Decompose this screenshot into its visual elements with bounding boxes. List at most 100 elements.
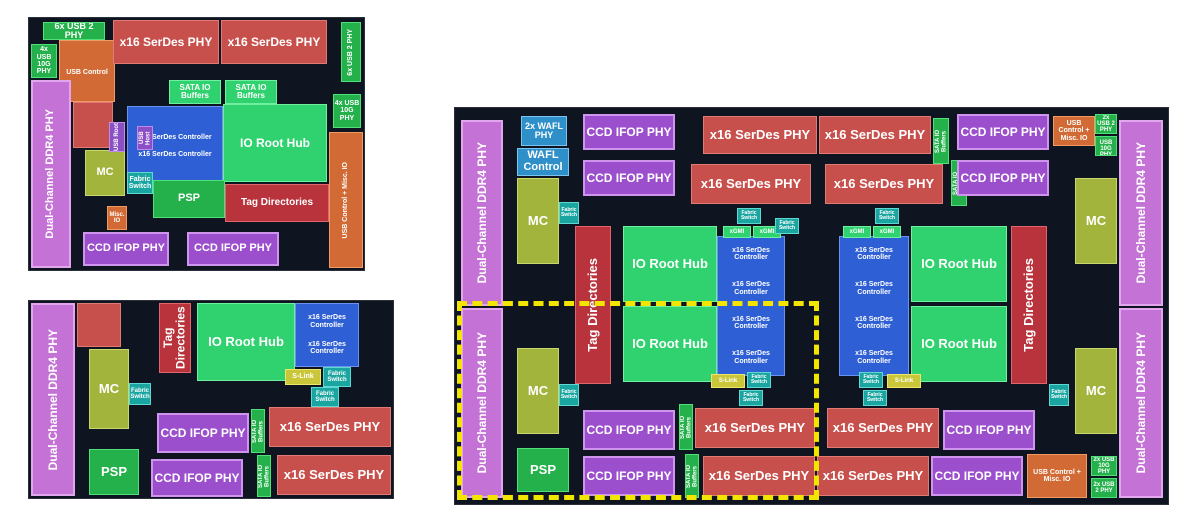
xgmi-block: xGMI [723, 226, 751, 238]
serdes-controller-label: x16 SerDes Controller [732, 246, 770, 262]
fabric-switch-label: Fabric Switch [742, 391, 760, 403]
tag-directories-block: Tag Directories [1011, 226, 1047, 384]
ccd-ifop-phy-label: CCD IFOP PHY [934, 468, 1020, 483]
serdes-phy-label: x16 SerDes PHY [704, 420, 806, 436]
die-shot-detail: Dual-Channel DDR4 PHY Tag Directories IO… [28, 300, 394, 499]
serdes-phy-label: x16 SerDes PHY [709, 127, 811, 143]
fabric-switch-label: Fabric Switch [327, 370, 347, 383]
fabric-switch-label: Fabric Switch [740, 209, 758, 221]
xgmi-block: xGMI [873, 226, 901, 238]
fabric-switch-block: Fabric Switch [127, 172, 153, 194]
slink-block: S-Link [887, 374, 921, 388]
mc-label: MC [1085, 213, 1107, 229]
serdes-controller-label: x16 SerDes Controller [855, 350, 893, 365]
usb-control-block: USB Control + Misc. IO [1027, 454, 1087, 498]
serdes-phy-label: x16 SerDes PHY [832, 420, 934, 436]
tag-directories-label: Tag Directories [1021, 258, 1037, 352]
ccd-ifop-phy-block: CCD IFOP PHY [583, 160, 675, 196]
io-root-hub-block: IO Root Hub [911, 306, 1007, 382]
ccd-ifop-phy-label: CCD IFOP PHY [586, 170, 672, 185]
ccd-ifop-phy-block: CCD IFOP PHY [583, 410, 675, 450]
psp-block: PSP [89, 449, 139, 495]
psp-block: PSP [517, 448, 569, 492]
wafl-phy-block: 2x WAFL PHY [521, 116, 567, 146]
ccd-ifop-phy-block: CCD IFOP PHY [957, 160, 1049, 196]
fabric-switch-block: Fabric Switch [323, 367, 351, 387]
io-root-hub-block: IO Root Hub [623, 226, 717, 302]
slink-label: S-Link [292, 373, 314, 381]
sata-buffers-block: SATA IO Buffers [933, 118, 949, 164]
usb10g-phy-block: 4x USB 10G PHY [333, 94, 361, 128]
usb-control-label: USB Control + Misc. IO [1058, 119, 1090, 142]
fabric-switch-label: Fabric Switch [878, 209, 896, 221]
fabric-switch-block: Fabric Switch [747, 372, 771, 388]
xgmi-label: xGMI [849, 228, 865, 235]
usb-control-label: USB Control + Misc. IO [1033, 468, 1081, 483]
ddr-phy-label: Dual-Channel DDR4 PHY [44, 109, 57, 239]
usb-control-block: USB Control + Misc. IO [1053, 116, 1095, 146]
ccd-ifop-phy-label: CCD IFOP PHY [586, 422, 672, 437]
mc-block: MC [85, 150, 125, 196]
tag-directories-label: Tag Directories [161, 306, 188, 370]
usb10g-phy-label: 4x USB 10G PHY [334, 99, 360, 122]
serdes-phy-label: x16 SerDes PHY [279, 419, 381, 435]
xgmi-label: xGMI [729, 228, 745, 235]
usb10g-phy-block: 4x USB 10G PHY [31, 44, 57, 78]
serdes-phy-block: x16 SerDes PHY [695, 408, 815, 448]
ccd-ifop-phy-label: CCD IFOP PHY [154, 470, 240, 485]
usb-control-label: USB Control [66, 69, 108, 76]
serdes-controller-block: x16 SerDes Controller x16 SerDes Control… [295, 303, 359, 367]
serdes-controller-label: x16 SerDes Controller [855, 315, 893, 331]
ddr-phy-block: Dual-Channel DDR4 PHY [461, 308, 503, 498]
tag-directories-label: Tag Directories [240, 196, 314, 208]
sata-buffers-label: SATA IO Buffers [235, 82, 267, 100]
fabric-switch-label: Fabric Switch [315, 390, 335, 403]
fabric-switch-block: Fabric Switch [863, 390, 887, 406]
ddr-phy-block: Dual-Channel DDR4 PHY [461, 120, 503, 306]
io-root-hub-block: IO Root Hub [623, 306, 717, 382]
serdes-phy-label: x16 SerDes PHY [833, 176, 935, 192]
usb-root-label: USB Root [113, 123, 120, 151]
fabric-switch-block: Fabric Switch [875, 208, 899, 224]
xgmi-label: xGMI [759, 228, 775, 235]
usb10g-phy-block: 2x USB 10G PHY [1091, 456, 1117, 476]
io-root-hub-label: IO Root Hub [921, 336, 997, 352]
usb10g-phy-label: 2x USB 10G PHY [1099, 136, 1113, 156]
fabric-switch-label: Fabric Switch [560, 388, 578, 400]
wafl-control-label: WAFL Control [523, 149, 563, 173]
usb2-phy-block: 2x USB 2 PHY [1091, 478, 1117, 498]
xgmi-block: xGMI [843, 226, 871, 238]
wafl-control-block: WAFL Control [517, 148, 569, 176]
fabric-switch-label: Fabric Switch [130, 387, 150, 400]
serdes-controller-label: x16 SerDes Controller [855, 246, 893, 262]
serdes-phy-label: x16 SerDes PHY [708, 468, 810, 484]
sata-buffers-block: SATA IO Buffers [251, 409, 265, 453]
mc-label: MC [527, 213, 549, 229]
serdes-phy-block: x16 SerDes PHY [269, 407, 391, 447]
psp-block: PSP [153, 180, 225, 218]
wafl-phy-label: 2x WAFL PHY [524, 120, 563, 140]
serdes-phy-block: x16 SerDes PHY [827, 408, 939, 448]
fabric-switch-block: Fabric Switch [739, 390, 763, 406]
ccd-ifop-phy-block: CCD IFOP PHY [83, 232, 169, 266]
serdes-controller-label: x16 SerDes Controller [732, 281, 770, 296]
fabric-switch-label: Fabric Switch [778, 219, 796, 231]
serdes-controller-label: x16 SerDes Controller [732, 315, 770, 331]
fabric-switch-block: Fabric Switch [737, 208, 761, 224]
ccd-ifop-phy-block: CCD IFOP PHY [151, 459, 243, 497]
mc-block: MC [89, 349, 129, 429]
mc-label: MC [96, 166, 114, 179]
mc-label: MC [527, 383, 549, 399]
usb10g-phy-label: 2x USB 10G PHY [1093, 456, 1115, 476]
io-root-hub-label: IO Root Hub [632, 256, 708, 272]
ddr-phy-label: Dual-Channel DDR4 PHY [474, 142, 489, 284]
io-root-hub-label: IO Root Hub [208, 334, 284, 350]
usb-root-block: USB Root [109, 122, 125, 152]
mc-label: MC [98, 381, 120, 397]
sata-buffers-label: SATA IO Buffers [257, 464, 270, 488]
fabric-switch-block: Fabric Switch [775, 218, 799, 234]
serdes-phy-block: x16 SerDes PHY [825, 164, 943, 204]
die-shot-server: Dual-Channel DDR4 PHY Dual-Channel DDR4 … [454, 107, 1169, 505]
fabric-switch-block: Fabric Switch [559, 384, 579, 406]
io-root-hub-block: IO Root Hub [223, 104, 327, 182]
